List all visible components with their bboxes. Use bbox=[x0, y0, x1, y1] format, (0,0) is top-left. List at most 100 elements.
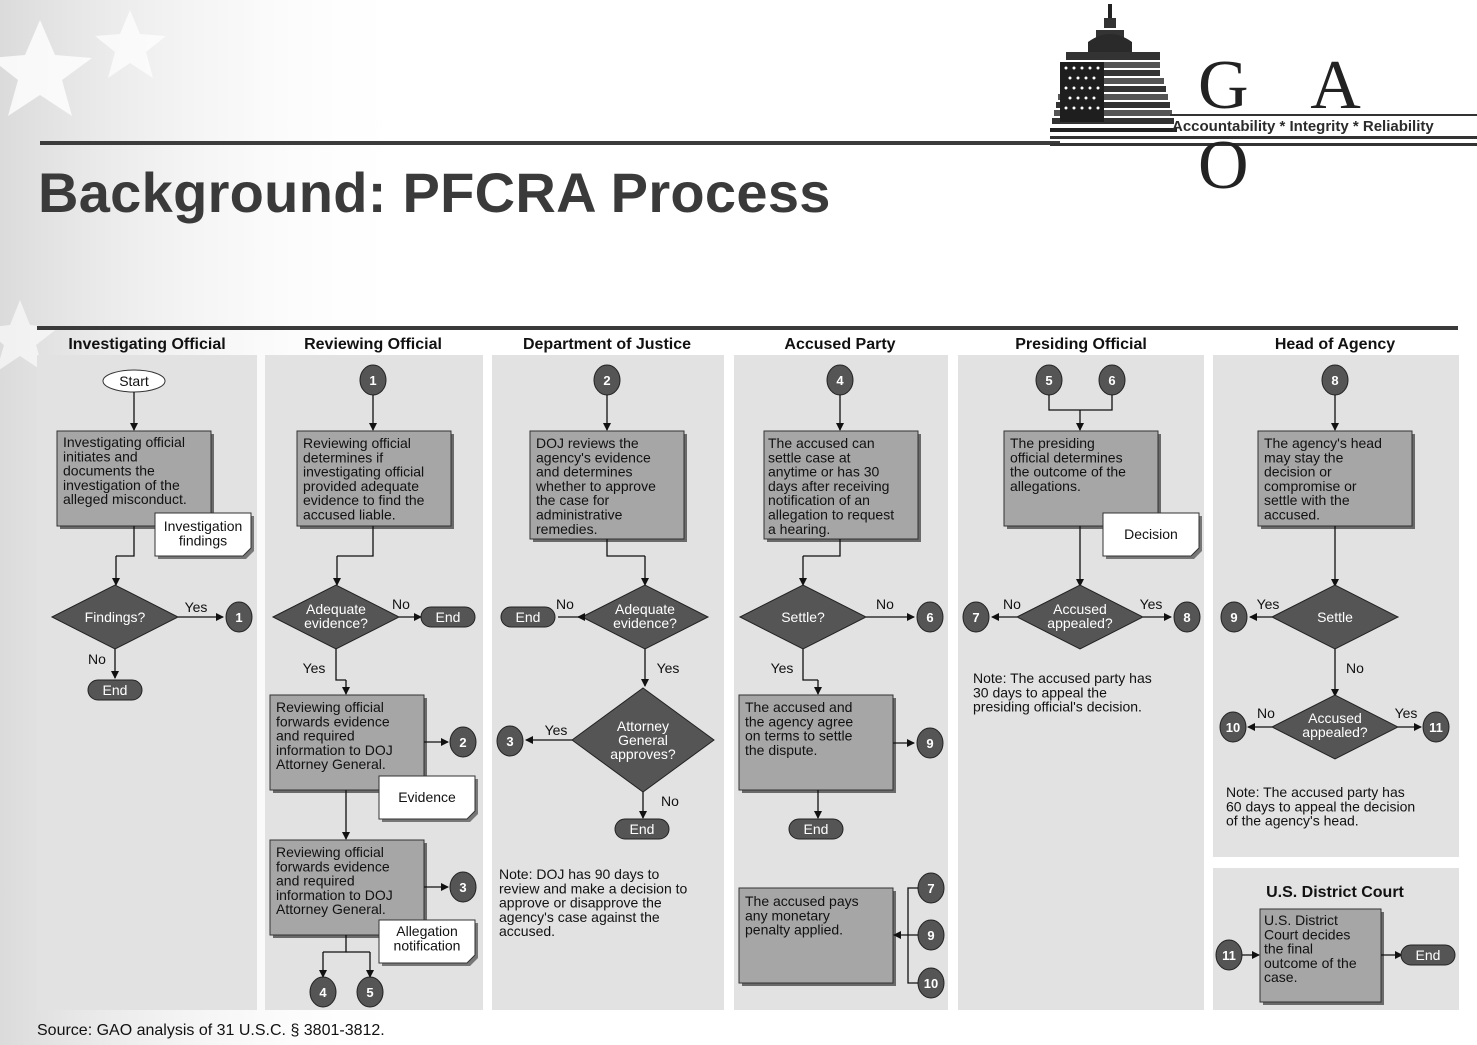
label-text: settle case at bbox=[768, 449, 851, 465]
label-text: settle with the bbox=[1264, 492, 1350, 508]
label-text: remedies. bbox=[536, 521, 597, 537]
connector-7-label: 7 bbox=[927, 881, 934, 896]
source-note: Source: GAO analysis of 31 U.S.C. § 3801… bbox=[37, 1022, 385, 1039]
label-text: The accused pays bbox=[745, 893, 859, 909]
end-node bbox=[420, 606, 476, 628]
lane-header: Reviewing Official bbox=[304, 336, 442, 353]
connector-6 bbox=[916, 601, 944, 633]
diagram-top-rule bbox=[37, 326, 1458, 330]
label-text: Attorney bbox=[617, 718, 669, 734]
label-text: forwards evidence bbox=[276, 713, 390, 729]
label-text: Allegation bbox=[396, 923, 458, 939]
connector-3 bbox=[496, 725, 524, 757]
connector-4 bbox=[309, 976, 337, 1008]
end-node-label: End bbox=[1416, 947, 1441, 963]
decision-doc-label: Decision bbox=[1124, 526, 1178, 542]
review-box-1 bbox=[296, 430, 452, 527]
connector-5 bbox=[356, 976, 384, 1008]
connector-11-label: 11 bbox=[1429, 720, 1443, 735]
header-rule bbox=[40, 141, 1060, 145]
label-text: findings bbox=[179, 532, 227, 548]
lane-header: Presiding Official bbox=[1015, 336, 1147, 353]
settle-decision-label: Settle? bbox=[781, 609, 825, 625]
label-text: provided adequate bbox=[303, 478, 419, 494]
connector-1 bbox=[225, 601, 253, 633]
monetary-penalty-box bbox=[738, 887, 894, 984]
review-box-2 bbox=[269, 694, 425, 791]
label-text: appealed? bbox=[1302, 724, 1368, 740]
label-text: Accused bbox=[1053, 601, 1107, 617]
evidence-label: Evidence bbox=[398, 789, 456, 805]
label-text: evidence? bbox=[613, 615, 677, 631]
label-text: investigation of the bbox=[63, 477, 180, 493]
connector-3-label: 3 bbox=[506, 734, 513, 749]
label-text: accused. bbox=[499, 923, 555, 939]
page-title: Background: PFCRA Process bbox=[38, 161, 831, 224]
label-text: decision or bbox=[1264, 464, 1332, 480]
label-text: initiates and bbox=[63, 448, 138, 464]
yes-label: Yes bbox=[657, 660, 680, 676]
end-node-label: End bbox=[804, 821, 829, 837]
gao-logo bbox=[1050, 0, 1477, 150]
agency-settle-label: Settle bbox=[1317, 609, 1353, 625]
label-text: whether to approve bbox=[535, 478, 656, 494]
label-text: Accused bbox=[1308, 710, 1362, 726]
end-node-label: End bbox=[103, 682, 128, 698]
label-text: notification of an bbox=[768, 492, 870, 508]
no-label: No bbox=[1346, 660, 1364, 676]
end-node bbox=[788, 818, 844, 840]
label-text: alleged misconduct. bbox=[63, 491, 187, 507]
label-text: Adequate bbox=[306, 601, 366, 617]
end-node bbox=[500, 606, 556, 628]
allegation-notification-doc bbox=[378, 919, 476, 964]
flow-line bbox=[803, 539, 841, 557]
label-text: notification bbox=[394, 937, 461, 953]
lane-header: Accused Party bbox=[784, 336, 895, 353]
label-text: The accused can bbox=[768, 435, 875, 451]
connector-9 bbox=[1220, 601, 1248, 633]
label-text: approves? bbox=[610, 746, 676, 762]
label-text: the case for bbox=[536, 492, 609, 508]
label-text: evidence to find the bbox=[303, 492, 425, 508]
label-text: allegation to request bbox=[768, 507, 894, 523]
label-text: review and make a decision to bbox=[499, 880, 688, 896]
connector-3 bbox=[449, 871, 477, 903]
label-text: information to DOJ bbox=[276, 742, 393, 758]
connector-11 bbox=[1422, 711, 1450, 743]
lane-header: Head of Agency bbox=[1275, 336, 1395, 353]
flow-line bbox=[337, 526, 374, 557]
label-text: approve or disapprove the bbox=[499, 895, 662, 911]
connector-2-label: 2 bbox=[459, 735, 466, 750]
yes-label: Yes bbox=[303, 660, 326, 676]
capitol-dome-icon bbox=[1050, 4, 1477, 146]
label-text: appealed? bbox=[1047, 615, 1113, 631]
label-text: on terms to settle bbox=[745, 728, 853, 744]
label-text: accused liable. bbox=[303, 507, 396, 523]
investigation-findings-doc bbox=[154, 512, 252, 557]
connector-5-label: 5 bbox=[1045, 373, 1052, 388]
lane-header: Investigating Official bbox=[68, 336, 225, 353]
end-node-label: End bbox=[630, 821, 655, 837]
agency-head-box bbox=[1257, 430, 1413, 527]
flow-line bbox=[335, 649, 346, 681]
attorney-general-decision bbox=[571, 687, 715, 793]
no-label: No bbox=[1003, 596, 1021, 612]
label-text: Note: The accused party has bbox=[1226, 784, 1405, 800]
yes-label: Yes bbox=[185, 599, 208, 615]
connector-9-label: 9 bbox=[926, 736, 933, 751]
gao-tagline: Accountability * Integrity * Reliability bbox=[1172, 118, 1434, 135]
lane-header: U.S. District Court bbox=[1266, 884, 1404, 901]
label-text: U.S. District bbox=[1264, 912, 1338, 928]
no-label: No bbox=[556, 596, 574, 612]
label-text: Reviewing official bbox=[276, 844, 384, 860]
label-text: official determines bbox=[1010, 449, 1123, 465]
label-text: administrative bbox=[536, 507, 623, 523]
yes-label: Yes bbox=[1257, 596, 1280, 612]
no-label: No bbox=[876, 596, 894, 612]
end-node bbox=[1400, 944, 1456, 966]
lane-header: Department of Justice bbox=[523, 336, 691, 353]
district-court-box bbox=[1259, 908, 1382, 1003]
label-text: The agency's head bbox=[1264, 435, 1382, 451]
label-text: accused. bbox=[1264, 507, 1320, 523]
label-text: The presiding bbox=[1010, 435, 1095, 451]
